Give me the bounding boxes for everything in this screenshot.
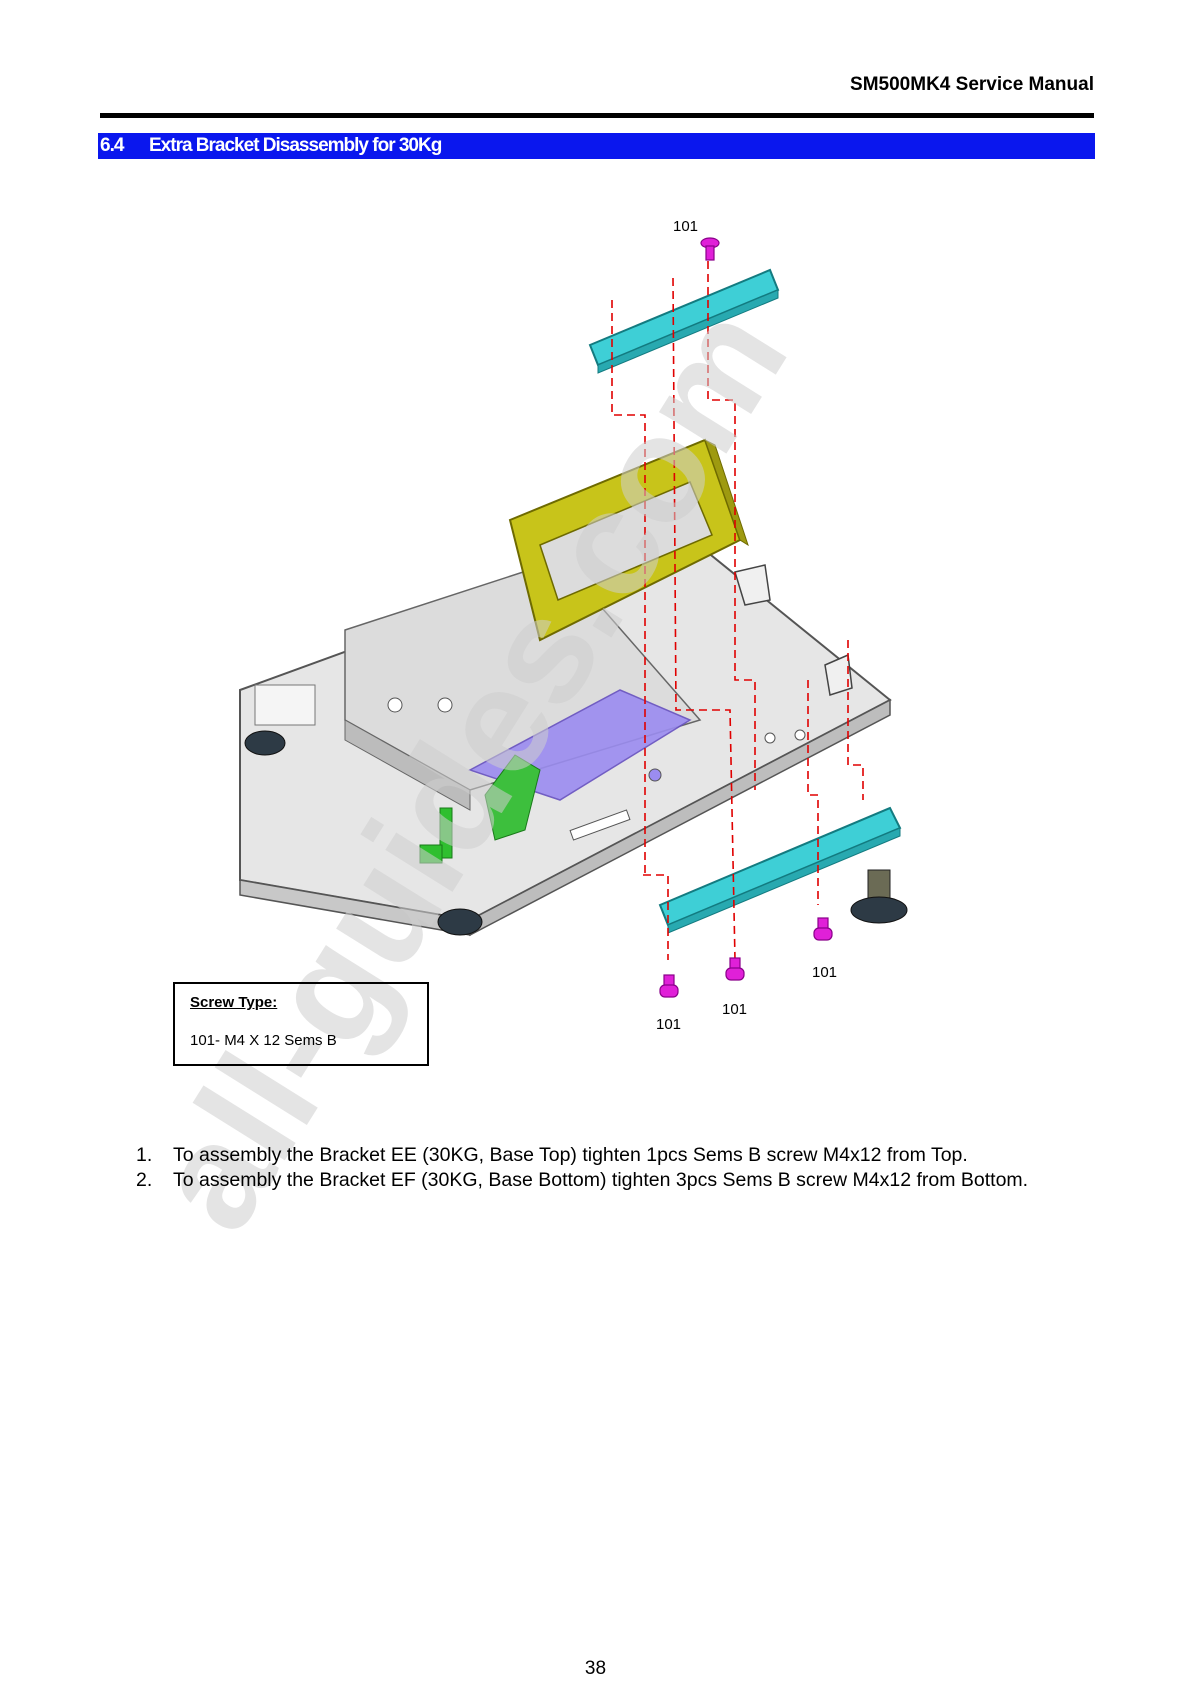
- list-item: 1. To assembly the Bracket EE (30KG, Bas…: [136, 1143, 1096, 1168]
- scale-base-plate: [239, 528, 892, 937]
- step-text: To assembly the Bracket EE (30KG, Base T…: [173, 1144, 968, 1166]
- list-item: 2. To assembly the Bracket EF (30KG, Bas…: [136, 1168, 1096, 1193]
- header-rule: [100, 113, 1094, 118]
- screw-icon: [813, 917, 833, 941]
- step-number: 2.: [136, 1169, 153, 1191]
- section-heading-bar: 6.4 Extra Bracket Disassembly for 30Kg: [98, 133, 1095, 159]
- screw-type-spec: 101- M4 X 12 Sems B: [190, 1032, 337, 1049]
- callout-label: 101: [812, 964, 838, 981]
- callout-label: 101: [673, 218, 699, 235]
- green-components: [419, 754, 541, 864]
- manual-title: SM500MK4 Service Manual: [850, 74, 1094, 95]
- instruction-list: 1. To assembly the Bracket EE (30KG, Bas…: [136, 1143, 1096, 1193]
- screw-icon: [725, 957, 745, 981]
- screw-icon: [700, 237, 720, 261]
- angle-bracket-right: [824, 653, 853, 696]
- callout-label: 101: [656, 1016, 682, 1033]
- assembly-guide-lines: [611, 248, 864, 961]
- step-number: 1.: [136, 1144, 153, 1166]
- screw-icon: [659, 974, 679, 998]
- yellow-frame: [508, 438, 749, 642]
- section-number: 6.4: [100, 135, 124, 156]
- angle-bracket-left: [734, 564, 771, 606]
- section-title: Extra Bracket Disassembly for 30Kg: [149, 135, 442, 156]
- page-number: 38: [584, 1658, 607, 1679]
- scale-feet: [244, 730, 908, 936]
- callout-label: 101: [722, 1001, 748, 1018]
- step-text: To assembly the Bracket EF (30KG, Base B…: [173, 1169, 1029, 1191]
- screw-type-legend: Screw Type: 101- M4 X 12 Sems B: [173, 982, 429, 1066]
- screw-type-heading: Screw Type:: [190, 994, 278, 1011]
